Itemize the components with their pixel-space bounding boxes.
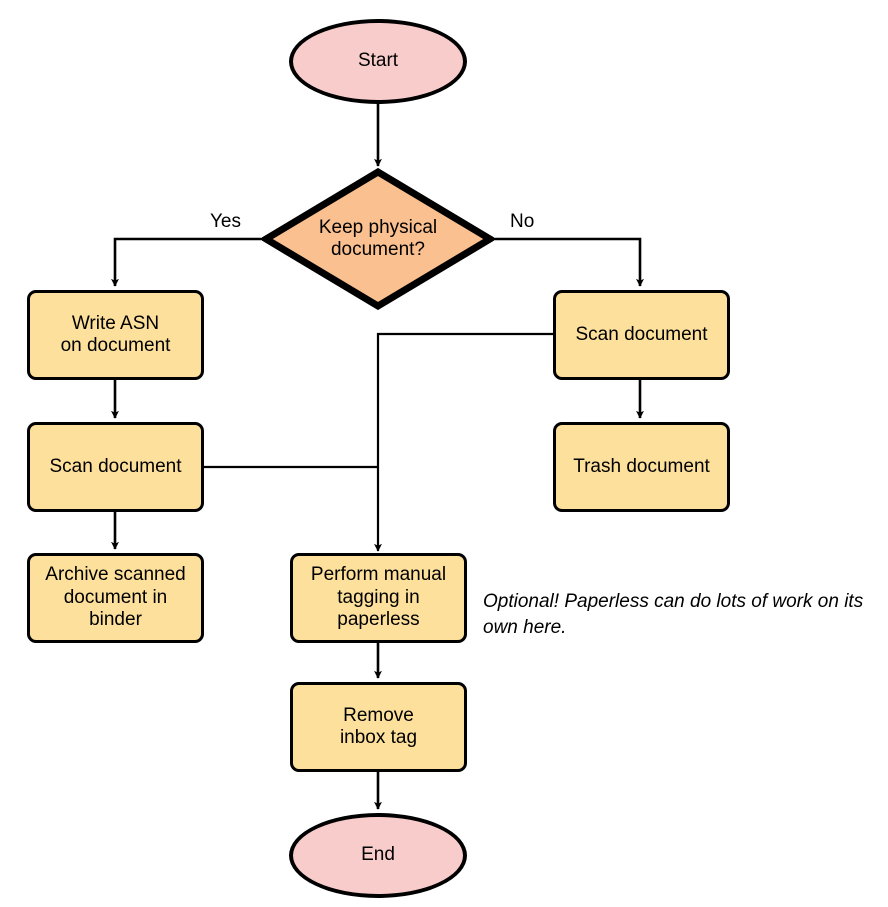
node-scan-document-left-label: Scan document	[49, 455, 182, 477]
node-scan-document-right[interactable]: Scan document	[553, 290, 730, 380]
node-keep-physical-document[interactable]: Keep physical document?	[262, 168, 494, 310]
node-remove-inbox-tag-label: Remove inbox tag	[339, 704, 418, 748]
node-remove-inbox-tag[interactable]: Remove inbox tag	[290, 682, 467, 772]
edge-label-no: No	[510, 211, 535, 232]
edge-label-yes: Yes	[210, 211, 241, 232]
node-scan-document-left[interactable]: Scan document	[27, 422, 204, 512]
node-keep-physical-document-label: Keep physical document?	[318, 216, 438, 260]
node-perform-manual-tagging-label: Perform manual tagging in paperless	[310, 564, 447, 631]
edge-decision-no-to-scan-right	[490, 237, 644, 287]
node-perform-manual-tagging[interactable]: Perform manual tagging in paperless	[290, 553, 467, 643]
node-scan-document-right-label: Scan document	[575, 323, 708, 345]
node-start-label: Start	[357, 50, 399, 72]
diamond-shape	[262, 168, 494, 310]
node-write-asn-on-document-label: Write ASN on document	[60, 312, 171, 356]
node-archive-scanned-document[interactable]: Archive scanned document in binder	[27, 553, 204, 643]
edge-scan-right-to-manual-tagging	[374, 332, 553, 552]
node-write-asn-on-document[interactable]: Write ASN on document	[27, 290, 204, 380]
node-end-label: End	[361, 844, 395, 866]
node-archive-scanned-document-label: Archive scanned document in binder	[45, 564, 186, 631]
node-trash-document[interactable]: Trash document	[553, 422, 730, 512]
edge-decision-yes-to-write-asn	[111, 237, 265, 287]
node-end[interactable]: End	[289, 813, 467, 898]
node-start[interactable]: Start	[289, 19, 467, 104]
node-trash-document-label: Trash document	[573, 455, 710, 477]
annotation-optional-note: Optional! Paperless can do lots of work …	[483, 591, 864, 638]
